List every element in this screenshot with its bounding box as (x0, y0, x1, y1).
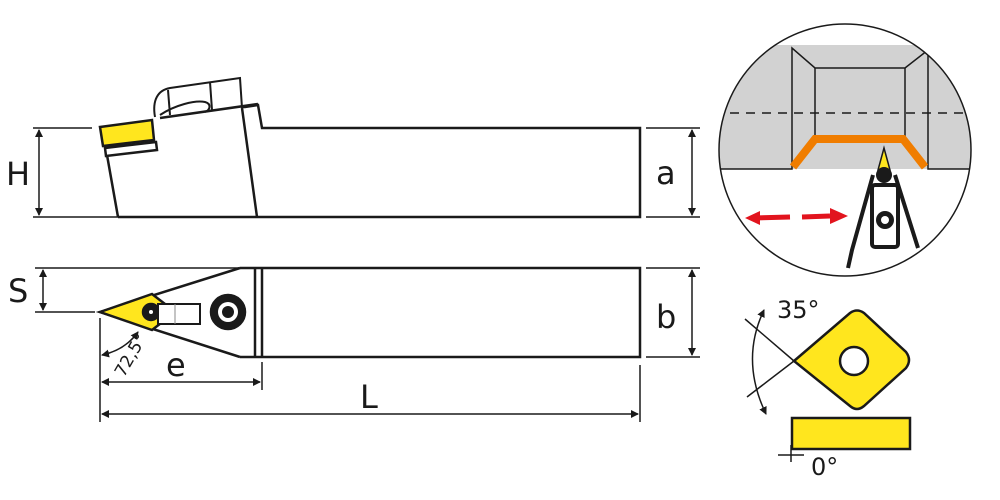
label-S: S (8, 272, 28, 310)
insert-side (98, 118, 156, 148)
dim-b (646, 267, 700, 358)
shank-top (240, 266, 642, 359)
label-e: e (166, 346, 186, 384)
label-approach-angle: 72,5° (111, 330, 152, 380)
dim-H (33, 127, 118, 218)
insert-side-profile (790, 416, 912, 451)
dim-S (35, 267, 240, 313)
dim-a (646, 127, 700, 218)
shim-side (103, 140, 159, 158)
side-view (98, 76, 642, 219)
shank-outline (118, 103, 642, 219)
label-clearance-angle: 0° (811, 453, 838, 481)
label-insert-angle: 35° (777, 296, 820, 324)
dim-e-L (99, 318, 641, 422)
head-body (105, 102, 259, 218)
label-H: H (6, 155, 30, 193)
machining-detail (718, 23, 972, 277)
insert-hole (838, 345, 870, 377)
dim-angle (101, 331, 139, 358)
label-a: a (656, 154, 676, 192)
lever (157, 303, 201, 325)
chip-path (789, 135, 929, 170)
label-L: L (360, 378, 378, 416)
feed-arrow (745, 208, 848, 225)
insert-detail: 35° 0° (744, 296, 912, 481)
clamp-pad (159, 100, 211, 116)
label-b: b (656, 298, 676, 336)
top-view (95, 266, 642, 359)
clamp (153, 76, 243, 118)
